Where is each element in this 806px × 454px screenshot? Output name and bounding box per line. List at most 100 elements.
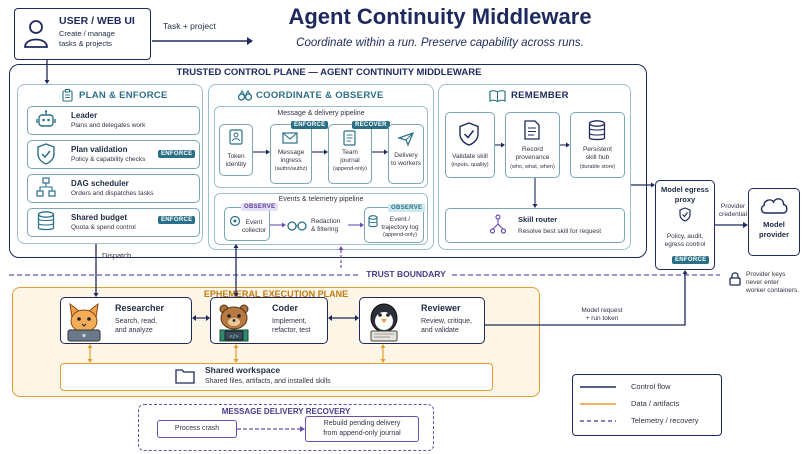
provenance-line2: provenance [515,154,550,161]
legend-swatches [580,386,616,422]
journal-line2: journal [340,157,360,164]
provider-line2: provider [758,230,789,239]
process-crash-box [157,420,237,438]
penguin-avatar-icon [370,303,398,342]
hub-line2: skill hub [585,154,610,161]
cat-avatar-icon [67,302,101,342]
dag-graph-icon [36,177,56,197]
coder-line2: refactor, test [272,327,311,334]
open-book-icon [489,90,506,103]
router-branch-icon [489,214,507,234]
envelope-icon [282,132,298,144]
id-badge-icon [229,129,243,145]
ingress-line1: Message [277,149,305,156]
database-icon [37,211,55,231]
redaction-line2: & filtering [311,226,339,233]
shared-budget-desc: Quota & spend control [71,224,136,231]
eventlog-line2: trajectory log [381,224,419,231]
provider-note-line3: worker containers. [746,287,800,294]
message-ingress-card [270,124,312,184]
remember-title: REMEMBER [511,90,569,101]
model-provider-box [748,188,800,256]
binoculars-icon [237,89,253,101]
provider-credential-line1: Provider [720,203,746,210]
egress-enforce-badge: ENFORCE [672,256,710,264]
clipboard-icon [62,89,73,102]
robot-icon [36,110,56,127]
legend-telemetry-label: Telemetry / recovery [631,416,699,425]
task-arrow [152,37,253,45]
collector-line2: collector [241,227,267,234]
journal-icon [343,130,356,146]
reviewer-line2: and validate [421,327,459,334]
shared-workspace-box [60,363,493,391]
eventlog-line1: Event / [389,216,411,223]
router-title: Skill router [518,215,558,224]
message-pipeline-box [214,106,428,188]
rebuild-line2: from append-only journal [323,430,401,437]
task-arrow-label: Task + project [163,21,216,31]
provenance-line1: Record [522,146,543,153]
model-request-line1: Model request [581,307,623,314]
plan-validation-enforce-badge: ENFORCE [158,150,196,158]
collector-line1: Event [245,219,263,226]
leader-title: Leader [71,111,98,120]
router-desc: Resolve best skill for request [518,228,602,235]
skill-router-card [445,208,625,243]
message-delivery-recovery-box [138,404,434,451]
dag-scheduler-desc: Orders and dispatches tasks [71,190,154,197]
provenance-line3: (who, what, when) [510,164,555,170]
lock-icon [729,272,741,286]
delivery-line2: to workers [391,160,421,167]
document-icon [524,120,540,140]
rebuild-line1: Rebuild pending delivery [323,420,401,427]
model-request-line2: + run token [585,315,619,322]
collector-observe-badge: OBSERVE [241,203,279,211]
message-pipeline-title: Message & delivery pipeline [277,110,365,117]
workspace-desc: Shared files, artifacts, and installed s… [205,378,331,385]
recovery-title: MESSAGE DELIVERY RECOVERY [221,407,351,416]
events-pipeline-title: Events & telemetry pipeline [278,196,364,203]
researcher-line1: Search, read, [115,318,158,325]
hub-line3: (durable store) [579,164,616,170]
egress-line3: Policy, audit, [666,233,704,240]
eventlog-database-icon [368,215,378,228]
dispatch-label: Dispatch [102,251,132,260]
journal-recover-badge: RECOVER [352,121,390,129]
dag-scheduler-card [27,174,200,203]
user-box-title: USER / WEB UI [59,15,135,27]
user-icon [24,20,48,48]
leader-desc: Plans and delegates work [71,122,146,129]
token-line1: Token [227,153,245,160]
validate-line2: (inputs, quality) [451,162,489,168]
ingress-line3: (authn/authz) [274,166,308,172]
collector-icon [229,215,241,227]
rebuild-delivery-box [305,416,419,442]
reviewer-line1: Review, critique, [421,318,472,325]
user-box-line1: Create / manage [59,29,115,38]
coder-title: Coder [272,303,299,313]
shared-budget-title: Shared budget [71,213,128,222]
skill-hub-database-icon [588,120,606,141]
journal-line3: (append-only) [333,166,367,172]
record-provenance-card [505,112,560,178]
egress-shield-icon [679,207,691,222]
legend-data-label: Data / artifacts [631,399,680,408]
eventlog-observe-badge: OBSERVE [388,204,426,212]
plan-validation-title: Plan validation [71,145,128,154]
shield-check-icon [37,143,55,165]
ingress-line2: ingress [280,157,302,164]
ingress-enforce-badge: ENFORCE [291,121,329,129]
legend-control-label: Control flow [631,382,671,391]
svg-text:</>: </> [229,334,238,340]
legend-box [572,374,722,436]
validate-line1: Validate skill [452,153,488,160]
egress-line4: egress control [664,241,706,248]
events-pipeline-box [214,193,428,245]
user-web-ui-box: USER / WEB UI Create / manage tasks & pr… [14,8,151,60]
workspace-title: Shared workspace [205,365,281,375]
shared-budget-enforce-badge: ENFORCE [158,216,196,224]
provider-note-line1: Provider keys [746,271,786,278]
coder-line1: Implement, [272,318,307,325]
